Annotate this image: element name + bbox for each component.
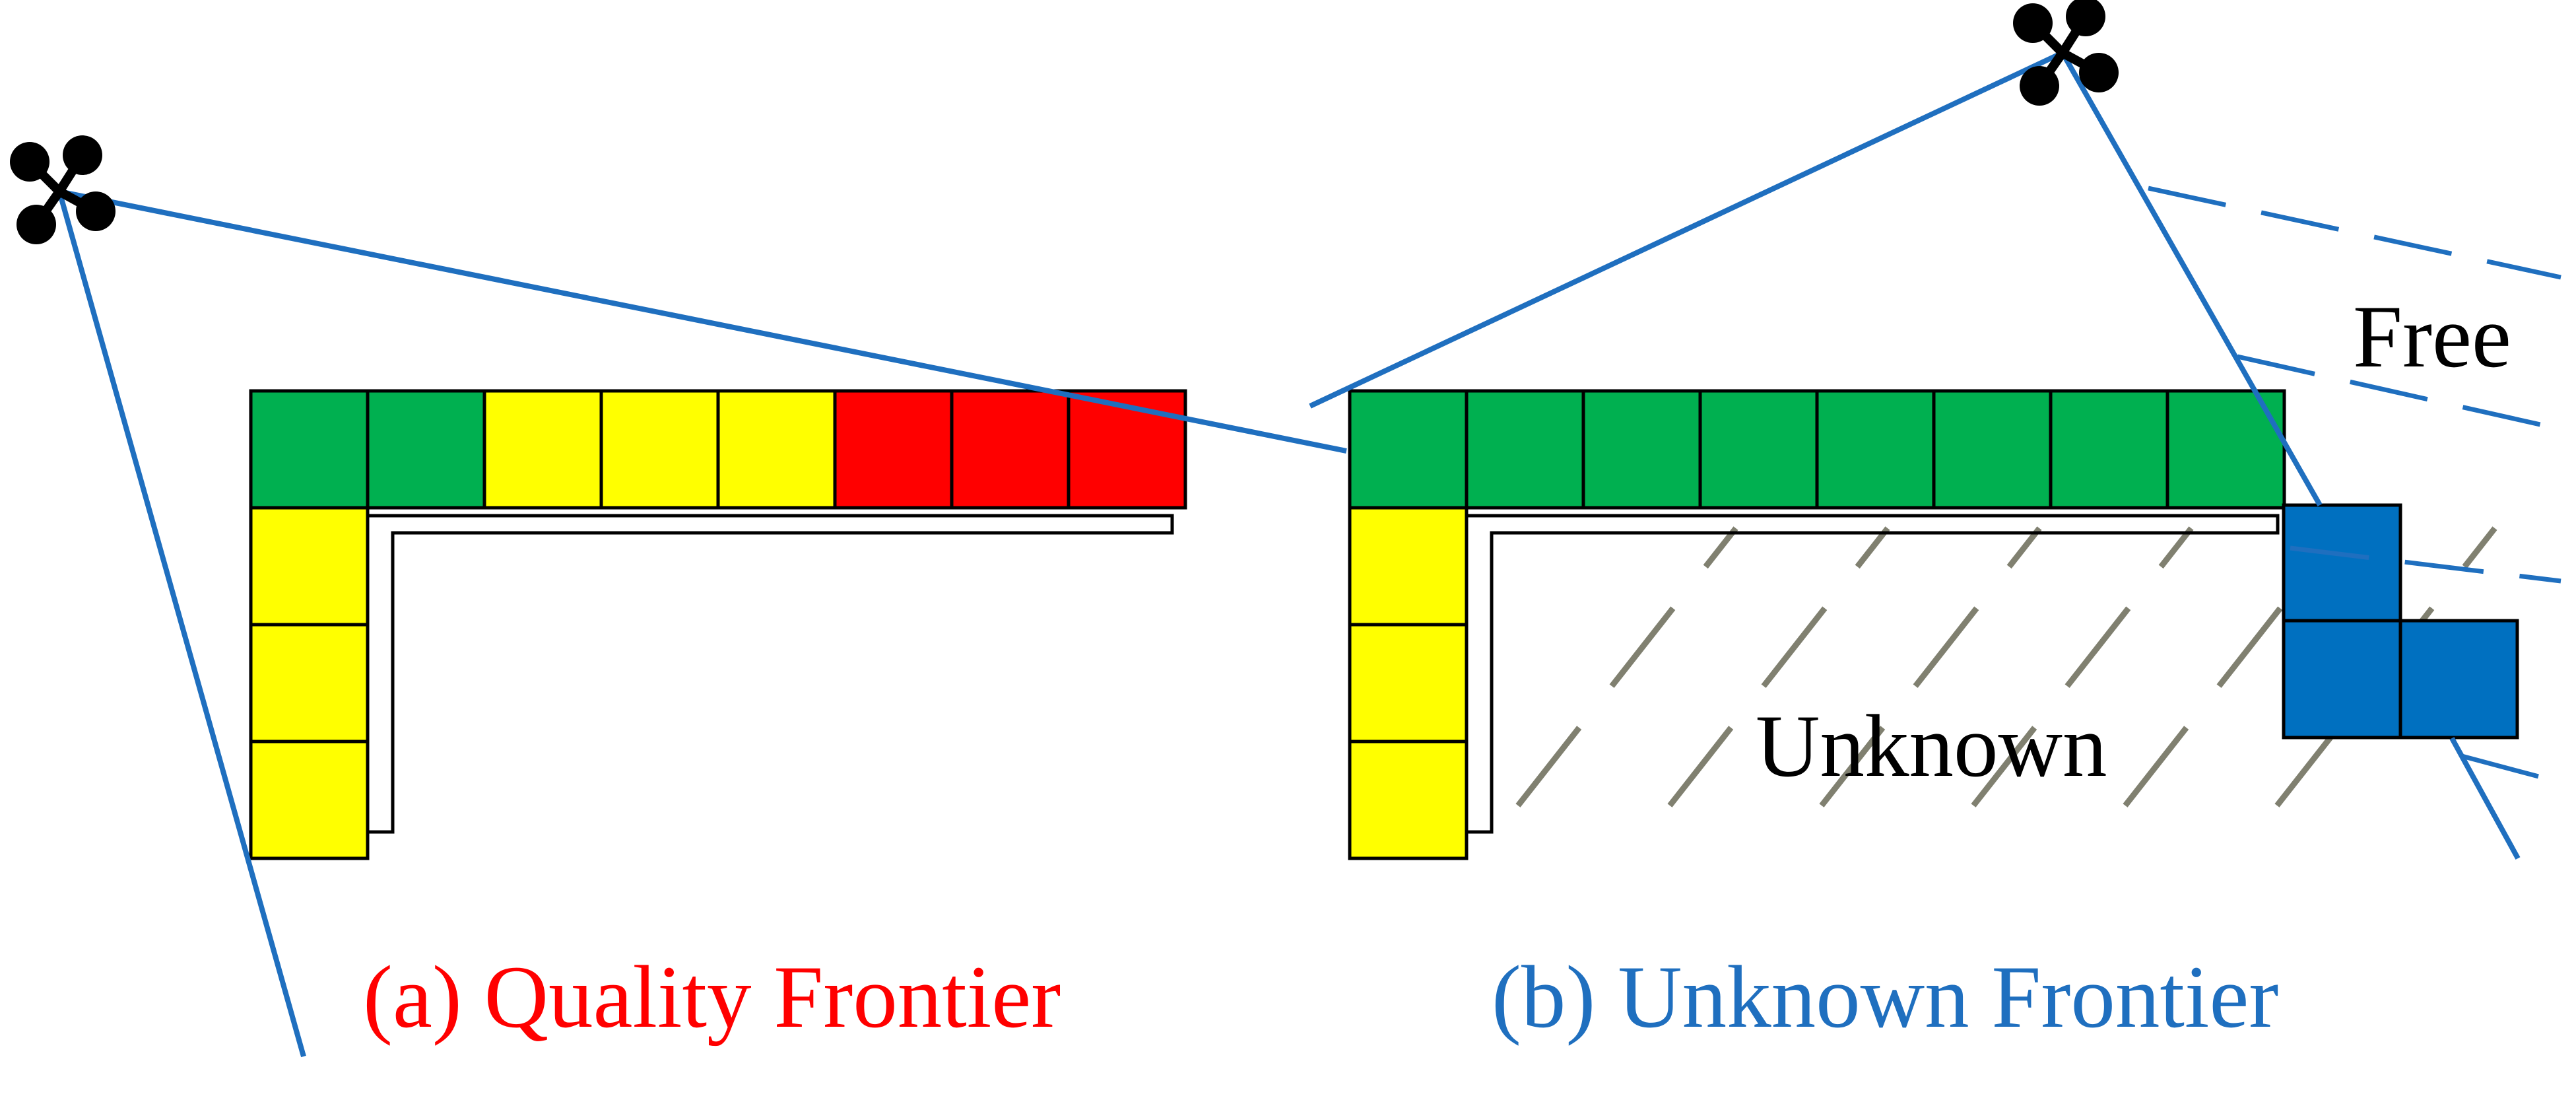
grid-cell	[1932, 389, 2053, 510]
free-space-ray	[2290, 545, 2561, 584]
grid-cell	[1581, 389, 1702, 510]
free-label: Free	[2353, 288, 2511, 386]
grid-cell	[249, 389, 370, 510]
grid-cell	[716, 389, 837, 510]
grid-cell	[249, 506, 370, 627]
grid-cell	[249, 740, 370, 860]
grid-cell	[1698, 389, 1819, 510]
grid-cell	[2049, 389, 2169, 510]
unknown-label: Unknown	[1756, 697, 2107, 796]
grid-cell	[1067, 389, 1187, 510]
grid-cell	[833, 389, 954, 510]
unknown-frontier-cell	[2398, 619, 2519, 740]
wall-outline	[1467, 514, 2280, 834]
unknown-frontier-cell	[2282, 619, 2402, 740]
grid-cell	[249, 623, 370, 743]
grid-cell	[1348, 740, 1469, 860]
grid-cell	[1348, 389, 1469, 510]
grid-cell	[1465, 389, 1585, 510]
drone-icon	[10, 135, 116, 244]
panel-unknown-frontier	[1309, 0, 2561, 860]
sensor-ray	[59, 189, 1347, 454]
free-space-ray	[2237, 354, 2561, 432]
drone-icon	[2013, 0, 2119, 106]
sensor-ray	[57, 190, 306, 1058]
grid-cell	[599, 389, 720, 510]
caption-quality-frontier: (a) Quality Frontier	[363, 948, 1061, 1047]
free-space-ray	[2461, 753, 2561, 785]
grid-cell	[482, 389, 603, 510]
grid-cell	[950, 389, 1071, 510]
unknown-hatch	[1971, 526, 2194, 808]
panel-quality-frontier	[10, 135, 1347, 1058]
grid-cell	[1348, 506, 1469, 627]
unknown-hatch	[1819, 526, 2042, 808]
unknown-hatch	[2123, 526, 2346, 808]
grid-cell	[1348, 623, 1469, 743]
caption-unknown-frontier: (b) Unknown Frontier	[1492, 948, 2278, 1047]
sensor-ray	[2060, 52, 2323, 506]
wall-outline	[368, 514, 1174, 834]
unknown-hatch	[1667, 526, 1890, 808]
unknown-hatch	[1515, 526, 1738, 808]
grid-cell	[1815, 389, 1936, 510]
free-space-ray	[2148, 186, 2561, 280]
grid-cell	[366, 389, 486, 510]
sensor-ray	[1309, 50, 2064, 409]
sensor-ray	[2449, 737, 2521, 860]
unknown-frontier-cell	[2282, 503, 2402, 624]
